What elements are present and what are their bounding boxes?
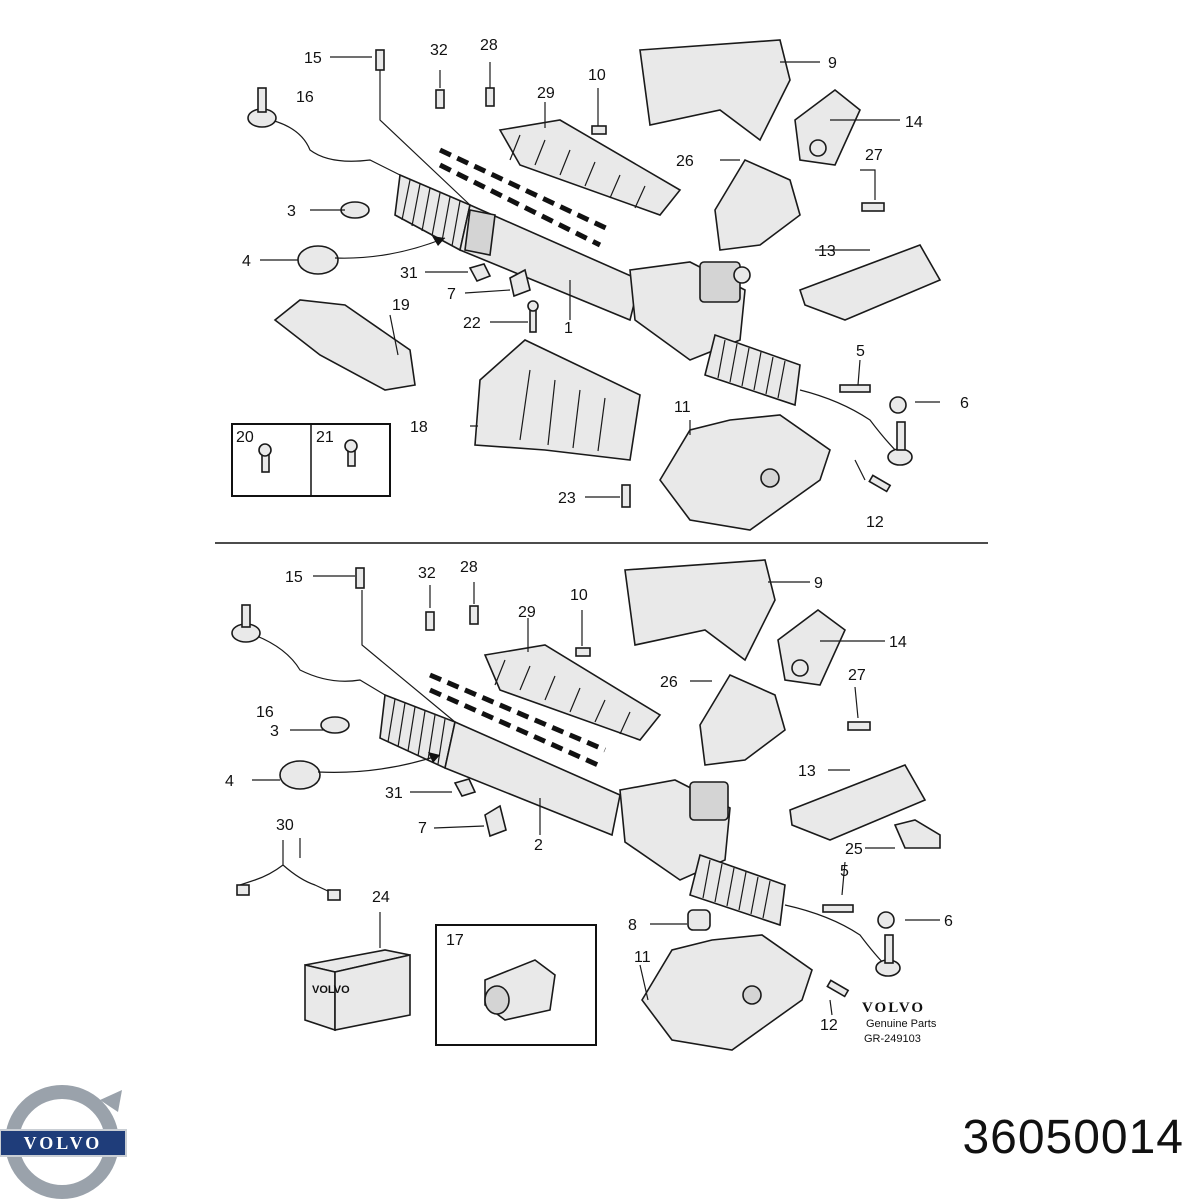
bellows-right-bottom (689, 853, 786, 927)
callout-9-bottom: 9 (814, 575, 823, 592)
callout-5-bottom: 5 (840, 863, 849, 880)
callout-28-top: 28 (480, 37, 498, 54)
callout-10-bottom: 10 (570, 587, 588, 604)
callout-6-bottom: 6 (944, 913, 953, 930)
callout-18-top: 18 (410, 419, 428, 436)
callout-16-top: 16 (296, 89, 314, 106)
callout-31-bottom: 31 (385, 785, 403, 802)
callout-17-bottom: 17 (446, 932, 464, 949)
callout-27-top: 27 (865, 147, 883, 164)
callout-30-bottom: 30 (276, 817, 294, 834)
callout-23-top: 23 (558, 490, 576, 507)
callout-10-top: 10 (588, 67, 606, 84)
callout-12-bottom: 12 (820, 1017, 838, 1034)
callout-11-top: 11 (674, 399, 691, 416)
callout-4-top: 4 (242, 253, 251, 270)
callout-25-bottom: 25 (845, 841, 863, 858)
genuine-parts-stamp: VOLVO Genuine Parts GR-249103 (862, 1000, 937, 1045)
part-number: 36050014 (962, 1111, 1184, 1164)
callout-9-top: 9 (828, 55, 837, 72)
callout-3-top: 3 (287, 203, 296, 220)
callout-4-bottom: 4 (225, 773, 234, 790)
box-24-kit: VOLVO (304, 949, 411, 1032)
volvo-logo: VOLVO (0, 1085, 127, 1199)
box-volvo-label: VOLVO (312, 984, 350, 996)
callout-14-bottom: 14 (889, 634, 907, 651)
bellows-right-top (704, 333, 801, 407)
callout-28-bottom: 28 (460, 559, 478, 576)
callout-12-top: 12 (866, 514, 884, 531)
callout-11-bottom: 11 (634, 949, 651, 966)
callout-14-top: 14 (905, 114, 923, 131)
stamp-genuine-parts: Genuine Parts (866, 1018, 937, 1030)
callout-16-bottom: 16 (256, 704, 274, 721)
callout-2-bottom: 2 (534, 837, 543, 854)
logo-text: VOLVO (24, 1133, 103, 1153)
callout-3-bottom: 3 (270, 723, 279, 740)
callout-32-top: 32 (430, 42, 448, 59)
callout-5-top: 5 (856, 343, 865, 360)
callout-19-top: 19 (392, 297, 410, 314)
callout-27-bottom: 27 (848, 667, 866, 684)
callout-6-top: 6 (960, 395, 969, 412)
stamp-code: GR-249103 (864, 1033, 921, 1045)
bottom-diagram: VOLVO 15 32 28 29 10 9 14 26 27 16 3 4 3… (225, 559, 953, 1051)
callout-20-top: 20 (236, 429, 254, 446)
callout-7-top: 7 (447, 286, 456, 303)
stamp-brand: VOLVO (862, 1000, 925, 1016)
callout-29-bottom: 29 (518, 604, 536, 621)
bellows-left-top (394, 173, 471, 252)
callout-32-bottom: 32 (418, 565, 436, 582)
callout-22-top: 22 (463, 315, 481, 332)
callout-15-bottom: 15 (285, 569, 303, 586)
callout-24-bottom: 24 (372, 889, 390, 906)
callout-26-top: 26 (676, 153, 694, 170)
bellows-left-bottom (379, 693, 456, 770)
top-diagram: 15 32 28 29 10 9 14 16 26 27 3 4 31 7 1 … (231, 37, 969, 531)
callout-1-top: 1 (564, 320, 573, 337)
callout-8-bottom: 8 (628, 917, 637, 934)
callout-31-top: 31 (400, 265, 418, 282)
callout-29-top: 29 (537, 85, 555, 102)
callout-26-bottom: 26 (660, 674, 678, 691)
callout-13-top: 13 (818, 243, 836, 260)
callout-13-bottom: 13 (798, 763, 816, 780)
callout-7-bottom: 7 (418, 820, 427, 837)
callout-15-top: 15 (304, 50, 322, 67)
callout-21-top: 21 (316, 429, 334, 446)
